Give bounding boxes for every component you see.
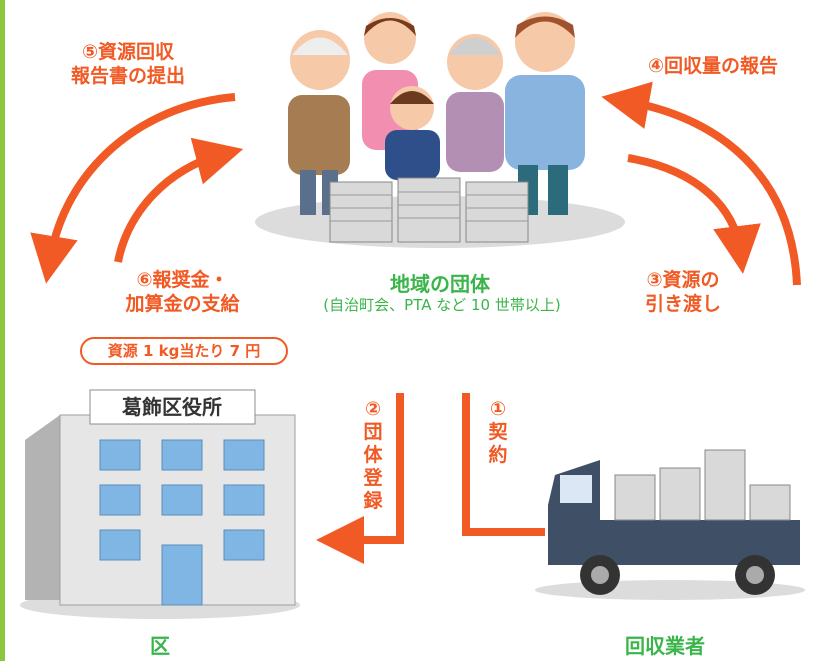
label-step6-line1: ⑥報奨金・	[136, 269, 229, 291]
office-caption: 区	[150, 634, 170, 658]
label-step1-char: 契	[488, 421, 508, 443]
arrow-reward-payment	[114, 137, 244, 263]
grandfather-figure	[288, 30, 350, 215]
group-name: 地域の団体	[390, 272, 490, 296]
label-step2-char: 団	[363, 421, 383, 443]
label-step5: ⑤資源回収 報告書の提出	[48, 40, 208, 88]
label-step1: ① 契 約	[485, 398, 511, 467]
label-step2-char: ②	[364, 398, 382, 420]
line-contract	[462, 393, 545, 536]
label-step2-char: 体	[363, 444, 383, 466]
arrow-volume-report	[601, 81, 801, 286]
collection-truck-illustration	[535, 449, 805, 600]
collector-caption: 回収業者	[625, 634, 705, 658]
label-step1-char: ①	[489, 398, 507, 420]
arrow-group-registration	[316, 393, 404, 564]
label-step5-line2: 報告書の提出	[70, 65, 185, 87]
label-step6-line2: 加算金の支給	[125, 293, 240, 315]
side-accent-bar	[0, 0, 5, 661]
label-step2-char: 登	[363, 467, 383, 489]
label-step5-line1: ⑤資源回収	[81, 41, 175, 63]
label-step1-char: 約	[488, 444, 508, 466]
label-step6: ⑥報奨金・ 加算金の支給	[100, 268, 265, 316]
label-step2-char: 録	[363, 490, 383, 512]
grandmother-figure	[446, 34, 504, 172]
office-sign-text: 葛飾区役所	[121, 395, 222, 419]
label-step3-line2: 引き渡し	[644, 293, 721, 315]
arrow-report-submission	[30, 93, 236, 284]
label-step3-line1: ③資源の	[646, 269, 720, 291]
community-group-illustration	[255, 12, 625, 248]
ward-office-illustration: 葛飾区役所	[20, 389, 300, 619]
group-detail: (自治町会、PTA など 10 世帯以上)	[323, 296, 561, 314]
label-step3: ③資源の 引き渡し	[628, 268, 738, 316]
paper-bundles	[329, 177, 529, 243]
reward-rate-badge: 資源 1 kg当たり 7 円	[80, 337, 288, 365]
label-step2: ② 団 体 登 録	[360, 398, 386, 513]
label-step4-text: ④回収量の報告	[647, 55, 779, 77]
label-step4: ④回収量の報告	[618, 54, 808, 78]
child-figure	[385, 86, 440, 180]
arrow-resource-handover	[627, 154, 761, 274]
